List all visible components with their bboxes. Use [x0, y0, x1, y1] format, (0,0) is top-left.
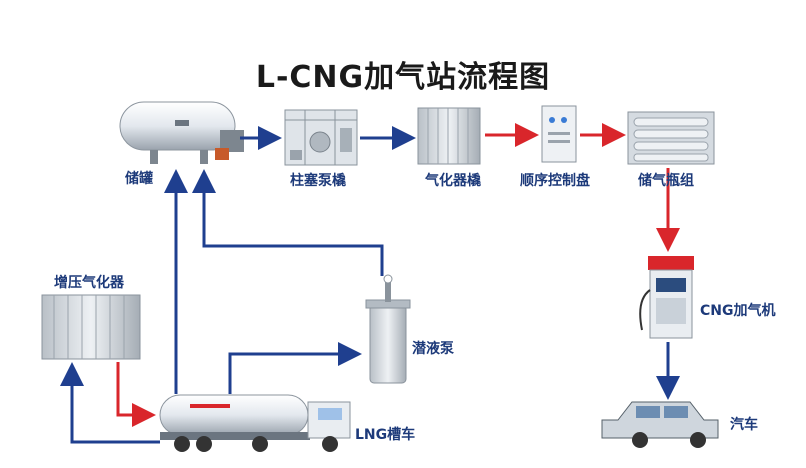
label-lng-truck: LNG槽车	[355, 427, 416, 443]
storage-tank-picture	[119, 101, 244, 164]
diagram-title: L-CNG加气站流程图	[255, 60, 551, 95]
label-piston-pump: 柱塞泵橇	[290, 173, 346, 189]
label-vaporizer-skid: 气化器橇	[425, 173, 481, 189]
sequence-panel-picture	[541, 105, 577, 163]
arrow-truck-to-submerged-pump	[228, 342, 362, 394]
cylinder-bank-picture	[627, 111, 715, 165]
label-storage-tank: 储罐	[125, 171, 153, 187]
label-pressure-vaporizer: 增压气化器	[54, 275, 124, 291]
label-car: 汽车	[730, 417, 758, 433]
label-cylinder-bank: 储气瓶组	[638, 173, 694, 189]
arrow-pump-return-to-tank	[192, 169, 384, 276]
label-cng-dispenser: CNG加气机	[700, 303, 776, 319]
arrow-truck-to-vaporizer	[60, 362, 160, 444]
car-picture	[601, 401, 719, 448]
pressure-vaporizer-picture	[41, 294, 141, 360]
lng-truck-picture	[159, 394, 351, 452]
vaporizer-skid-picture	[417, 107, 481, 165]
submerged-pump-picture	[365, 274, 411, 384]
label-sequence-panel: 顺序控制盘	[520, 173, 590, 189]
arrow-vaporizer-to-truck	[116, 362, 156, 427]
label-submerged-pump: 潜液泵	[412, 341, 454, 357]
piston-pump-skid-picture	[284, 109, 358, 166]
cng-dispenser-picture	[639, 256, 694, 339]
